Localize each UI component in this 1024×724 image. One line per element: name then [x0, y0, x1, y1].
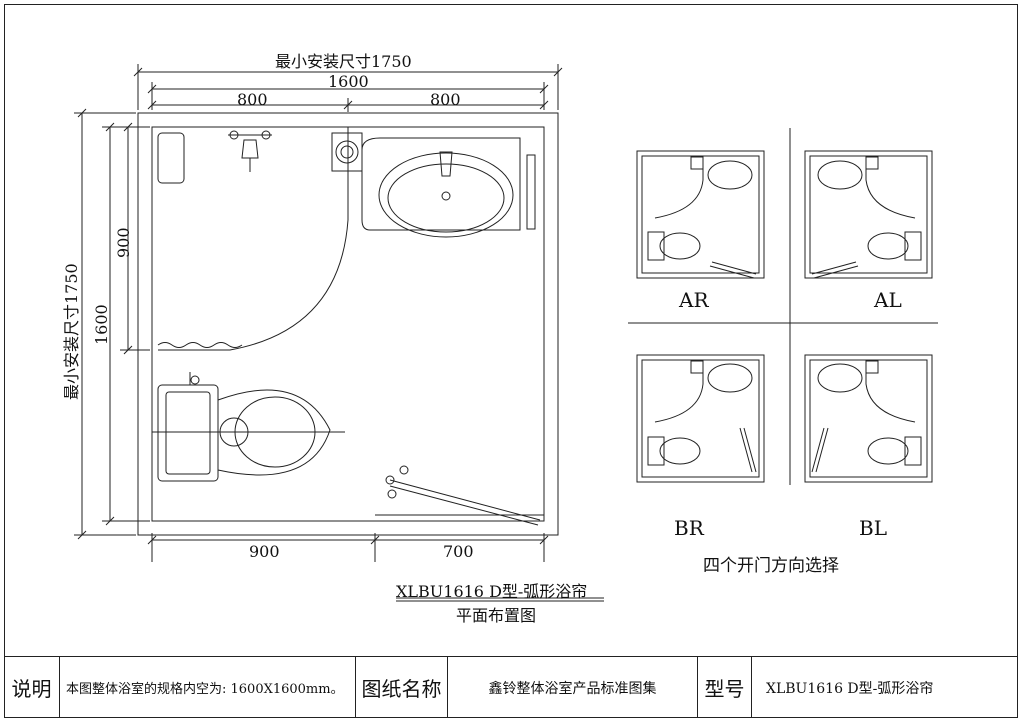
door-option-al: AL [874, 288, 902, 312]
towel-bar [526, 154, 536, 230]
door-option-ar: AR [679, 288, 709, 312]
inner-top-label: 1600 [328, 72, 369, 91]
note-header: 说明 [11, 677, 52, 701]
min-install-top-label: 最小安装尺寸1750 [275, 52, 412, 71]
glass-door [375, 465, 544, 526]
drawing-name-header-cell: 图纸名称 [356, 657, 448, 718]
diagram-bl [804, 354, 933, 483]
wall-cabinet [157, 132, 185, 184]
drawing-name-header: 图纸名称 [361, 677, 442, 701]
min-install-left-label: 最小安装尺寸1750 [62, 263, 81, 400]
note-header-cell: 说明 [4, 657, 60, 718]
model-value: XLBU1616 D型-弧形浴帘 [766, 680, 934, 697]
model-header: 型号 [704, 677, 745, 701]
model-header-cell: 型号 [698, 657, 752, 718]
shower-curtain-arc [158, 127, 349, 351]
door-option-bl: BL [859, 516, 887, 540]
diagram-al [804, 150, 933, 279]
door-option-br: BR [674, 516, 704, 540]
note-text: 本图整体浴室的规格内空为: 1600X1600mm。 [66, 682, 344, 697]
shower-faucet [228, 130, 272, 172]
bottom-right-label: 700 [443, 542, 474, 561]
top-left-half-label: 800 [237, 90, 268, 109]
inner-left-label: 1600 [92, 304, 111, 345]
plan-model-caption: XLBU1616 D型-弧形浴帘 [396, 582, 588, 601]
model-value-cell: XLBU1616 D型-弧形浴帘 [752, 657, 1018, 718]
title-block: 说明 本图整体浴室的规格内空为: 1600X1600mm。 图纸名称 鑫铃整体浴… [4, 656, 1018, 718]
door-options-caption: 四个开门方向选择 [703, 556, 839, 576]
note-text-cell: 本图整体浴室的规格内空为: 1600X1600mm。 [60, 657, 356, 718]
outer-wall [137, 112, 559, 536]
basin [361, 137, 521, 238]
top-right-half-label: 800 [430, 90, 461, 109]
curtain-folds [157, 342, 243, 348]
drawing-name-value: 鑫铃整体浴室产品标准图集 [488, 680, 657, 697]
toilet [152, 372, 345, 482]
diagram-br [636, 354, 765, 483]
drawing-name-value-cell: 鑫铃整体浴室产品标准图集 [448, 657, 698, 718]
bottom-left-label: 900 [249, 542, 280, 561]
drawing-frame [4, 4, 1018, 718]
diagram-ar [636, 150, 765, 279]
plan-title-caption: 平面布置图 [456, 606, 537, 625]
left-upper-label: 900 [114, 227, 133, 258]
